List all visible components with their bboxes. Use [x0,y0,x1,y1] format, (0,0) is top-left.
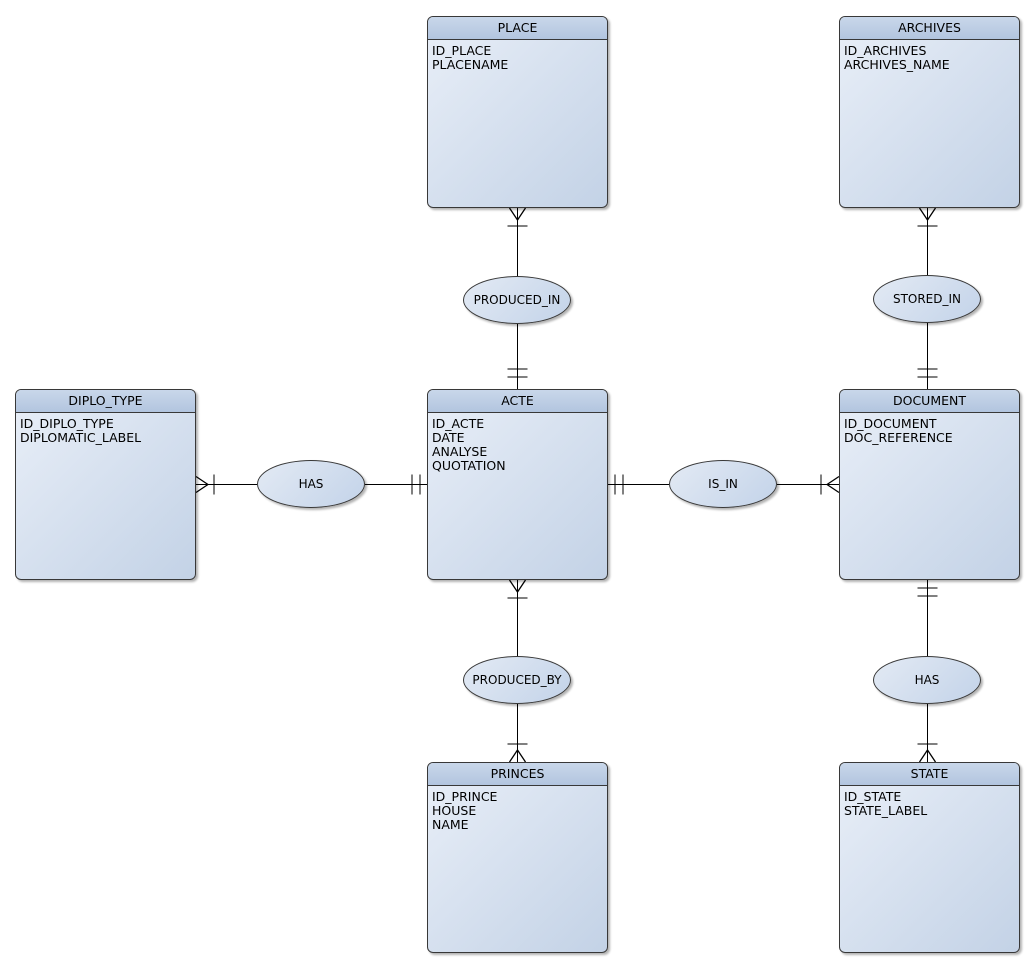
connector-document-has-state [917,580,938,763]
crow-foot-icon [826,475,840,494]
connector-place-produced-in-acte [507,207,528,389]
attribute: ANALYSE [432,444,488,459]
attribute: NAME [432,817,469,832]
connector-acte-produced-by-princes [507,579,528,763]
entity-title: DIPLO_TYPE [16,390,195,413]
entity-diplo-type[interactable]: DIPLO_TYPE ID_DIPLO_TYPE DIPLOMATIC_LABE… [15,389,196,580]
cardinality-bars [507,597,528,745]
connector-diplo-type-has-acte [195,474,427,495]
attribute: DOC_REFERENCE [844,430,953,445]
crow-foot-icon [918,207,937,221]
entity-document[interactable]: DOCUMENT ID_DOCUMENT DOC_REFERENCE [839,389,1020,580]
cardinality-bars [507,225,528,378]
entity-state[interactable]: STATE ID_STATE STATE_LABEL [839,762,1020,953]
attribute: ID_ARCHIVES [844,43,927,58]
crow-foot-icon [508,579,527,763]
attribute: ID_PLACE [432,43,492,58]
relationship-has-document-state[interactable]: HAS [873,656,981,704]
relationship-label: HAS [298,477,324,491]
attribute: ID_ACTE [432,416,485,431]
cardinality-bars [614,474,822,495]
entity-attribute-list: ID_ARCHIVES ARCHIVES_NAME [840,40,1019,76]
attribute: PLACENAME [432,57,509,72]
crow-foot-icon [195,475,209,494]
entity-princes[interactable]: PRINCES ID_PRINCE HOUSE NAME [427,762,608,953]
entity-title: STATE [840,763,1019,786]
cardinality-bars [917,225,938,378]
entity-attribute-list: ID_DOCUMENT DOC_REFERENCE [840,413,1019,449]
crow-foot-icon [918,749,937,763]
attribute: ID_PRINCE [432,789,498,804]
crow-foot-icon [508,207,527,221]
attribute: HOUSE [432,803,477,818]
entity-archives[interactable]: ARCHIVES ID_ARCHIVES ARCHIVES_NAME [839,16,1020,208]
relationship-produced-by[interactable]: PRODUCED_BY [463,656,571,704]
attribute: STATE_LABEL [844,803,928,818]
entity-attribute-list: ID_ACTE DATE ANALYSE QUOTATION [428,413,607,477]
relationship-label: PRODUCED_BY [472,673,562,687]
attribute: ARCHIVES_NAME [844,57,950,72]
cardinality-bars [213,474,421,495]
attribute: DATE [432,430,465,445]
attribute: QUOTATION [432,458,506,473]
cardinality-bars [917,587,938,745]
entity-title: ARCHIVES [840,17,1019,40]
entity-attribute-list: ID_PRINCE HOUSE NAME [428,786,607,836]
entity-attribute-list: ID_PLACE PLACENAME [428,40,607,76]
entity-title: DOCUMENT [840,390,1019,413]
entity-title: ACTE [428,390,607,413]
entity-title: PLACE [428,17,607,40]
relationship-label: STORED_IN [892,292,962,306]
relationship-label: IS_IN [708,477,738,491]
attribute: ID_DIPLO_TYPE [20,416,114,431]
connector-acte-is-in-document [608,474,840,495]
relationship-label: HAS [914,673,940,687]
entity-place[interactable]: PLACE ID_PLACE PLACENAME [427,16,608,208]
attribute: DIPLOMATIC_LABEL [20,430,142,445]
relationship-is-in[interactable]: IS_IN [669,460,777,508]
entity-title: PRINCES [428,763,607,786]
relationship-label: PRODUCED_IN [473,293,561,307]
relationship-stored-in[interactable]: STORED_IN [873,275,981,323]
relationship-has-diplo-type-acte[interactable]: HAS [257,460,365,508]
entity-acte[interactable]: ACTE ID_ACTE DATE ANALYSE QUOTATION [427,389,608,580]
connector-archives-stored-in-document [917,207,938,389]
attribute: ID_STATE [844,789,902,804]
entity-attribute-list: ID_STATE STATE_LABEL [840,786,1019,822]
relationship-produced-in[interactable]: PRODUCED_IN [463,276,571,324]
attribute: ID_DOCUMENT [844,416,937,431]
entity-attribute-list: ID_DIPLO_TYPE DIPLOMATIC_LABEL [16,413,195,449]
